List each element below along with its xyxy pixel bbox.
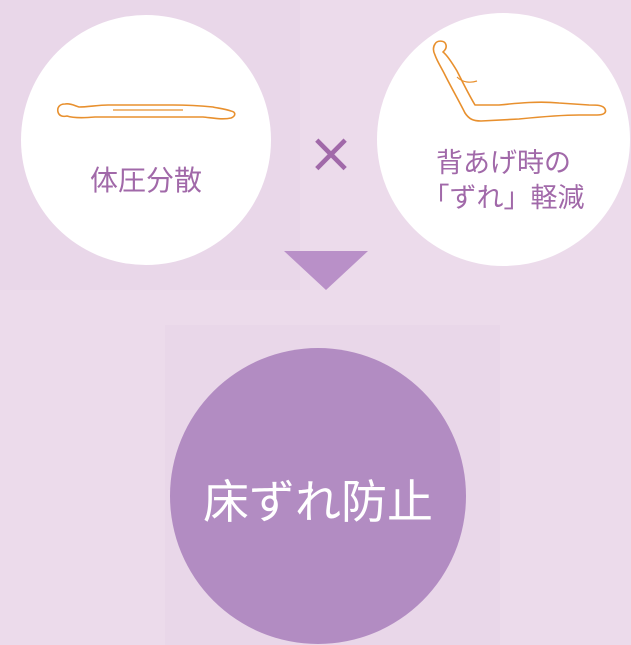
result-circle-label: 床ずれ防止 (203, 475, 433, 529)
right-circle-label-line2: 「ずれ」軽減 (422, 183, 585, 214)
down-triangle-arrow-icon (284, 251, 368, 290)
left-circle: 体圧分散 (21, 15, 271, 265)
result-circle: 床ずれ防止 (170, 348, 466, 644)
times-operator: × (307, 121, 355, 186)
reclining-person-icon (429, 39, 611, 125)
right-circle-label-line1: 背あげ時の (436, 148, 571, 179)
lying-person-icon (53, 94, 239, 126)
left-circle-label: 体圧分散 (89, 164, 202, 197)
right-circle: 背あげ時の 「ずれ」軽減 (377, 13, 630, 266)
